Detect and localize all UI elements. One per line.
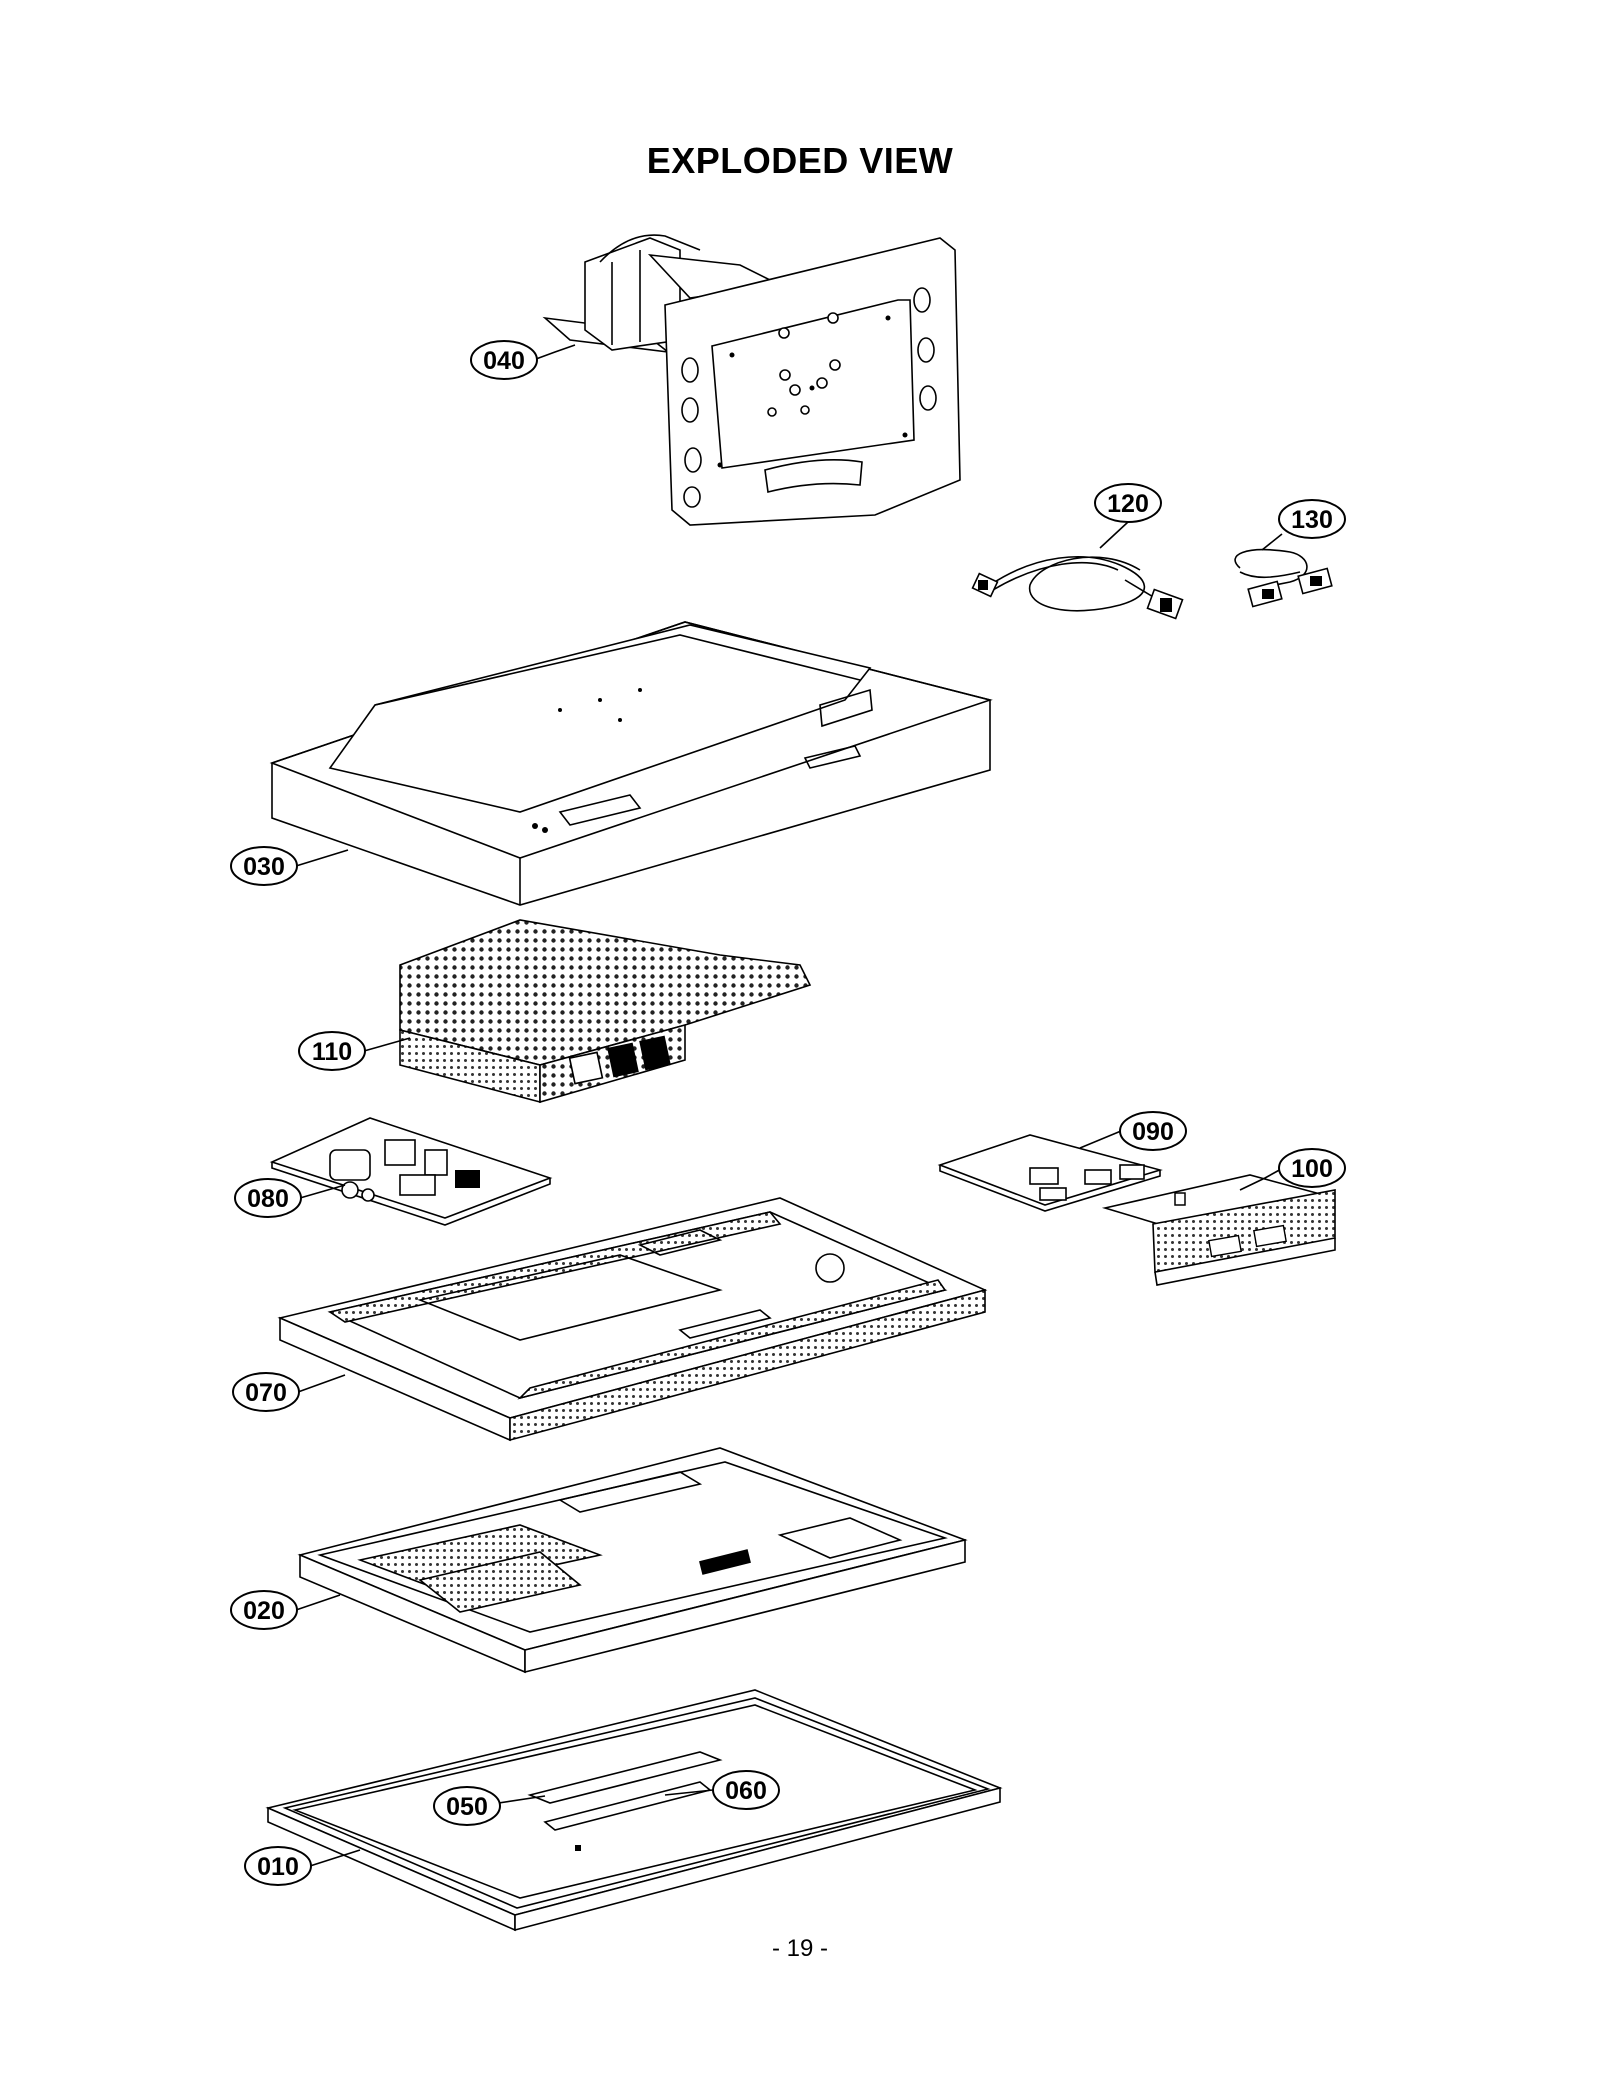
callout-040: 040 [470,340,538,380]
callout-label-130: 130 [1291,506,1333,534]
page-number: - 19 - [771,1935,828,1962]
callout-label-100: 100 [1291,1155,1333,1183]
callout-label-030: 030 [243,853,285,881]
callout-050: 050 [433,1786,501,1826]
power-board-080 [269,1117,553,1226]
page-title: EXPLODED VIEW [646,140,954,181]
callout-090: 090 [1119,1111,1187,1151]
main-frame-070 [277,1197,988,1442]
callout-020: 020 [230,1590,298,1630]
back-cover-030 [269,621,993,906]
callout-080: 080 [234,1178,302,1218]
callout-130: 130 [1278,499,1346,539]
callout-label-050: 050 [446,1793,488,1821]
callout-label-110: 110 [312,1038,352,1066]
callout-label-010: 010 [257,1853,299,1881]
stand-assembly-040 [542,234,961,526]
lcd-panel-020 [297,1447,968,1674]
callout-label-120: 120 [1107,490,1149,518]
callout-060: 060 [712,1770,780,1810]
bracket-100 [1101,1174,1336,1286]
callout-110: 110 [298,1031,366,1071]
main-board-090 [937,1134,1163,1212]
callout-070: 070 [232,1372,300,1412]
shield-cover-110 [399,919,812,1104]
callout-100: 100 [1278,1148,1346,1188]
front-bezel-010 [265,1689,1003,1932]
callout-label-080: 080 [247,1185,289,1213]
signal-cable-120 [971,556,1184,620]
callout-label-040: 040 [483,347,525,375]
callout-label-020: 020 [243,1597,285,1625]
callout-030: 030 [230,846,298,886]
callout-label-070: 070 [245,1379,287,1407]
leader-lines [295,344,1284,1867]
callout-010: 010 [244,1846,312,1886]
callout-label-090: 090 [1132,1118,1174,1146]
callout-label-060: 060 [725,1777,767,1805]
signal-cable-130 [1234,548,1333,608]
callout-120: 120 [1094,483,1162,523]
